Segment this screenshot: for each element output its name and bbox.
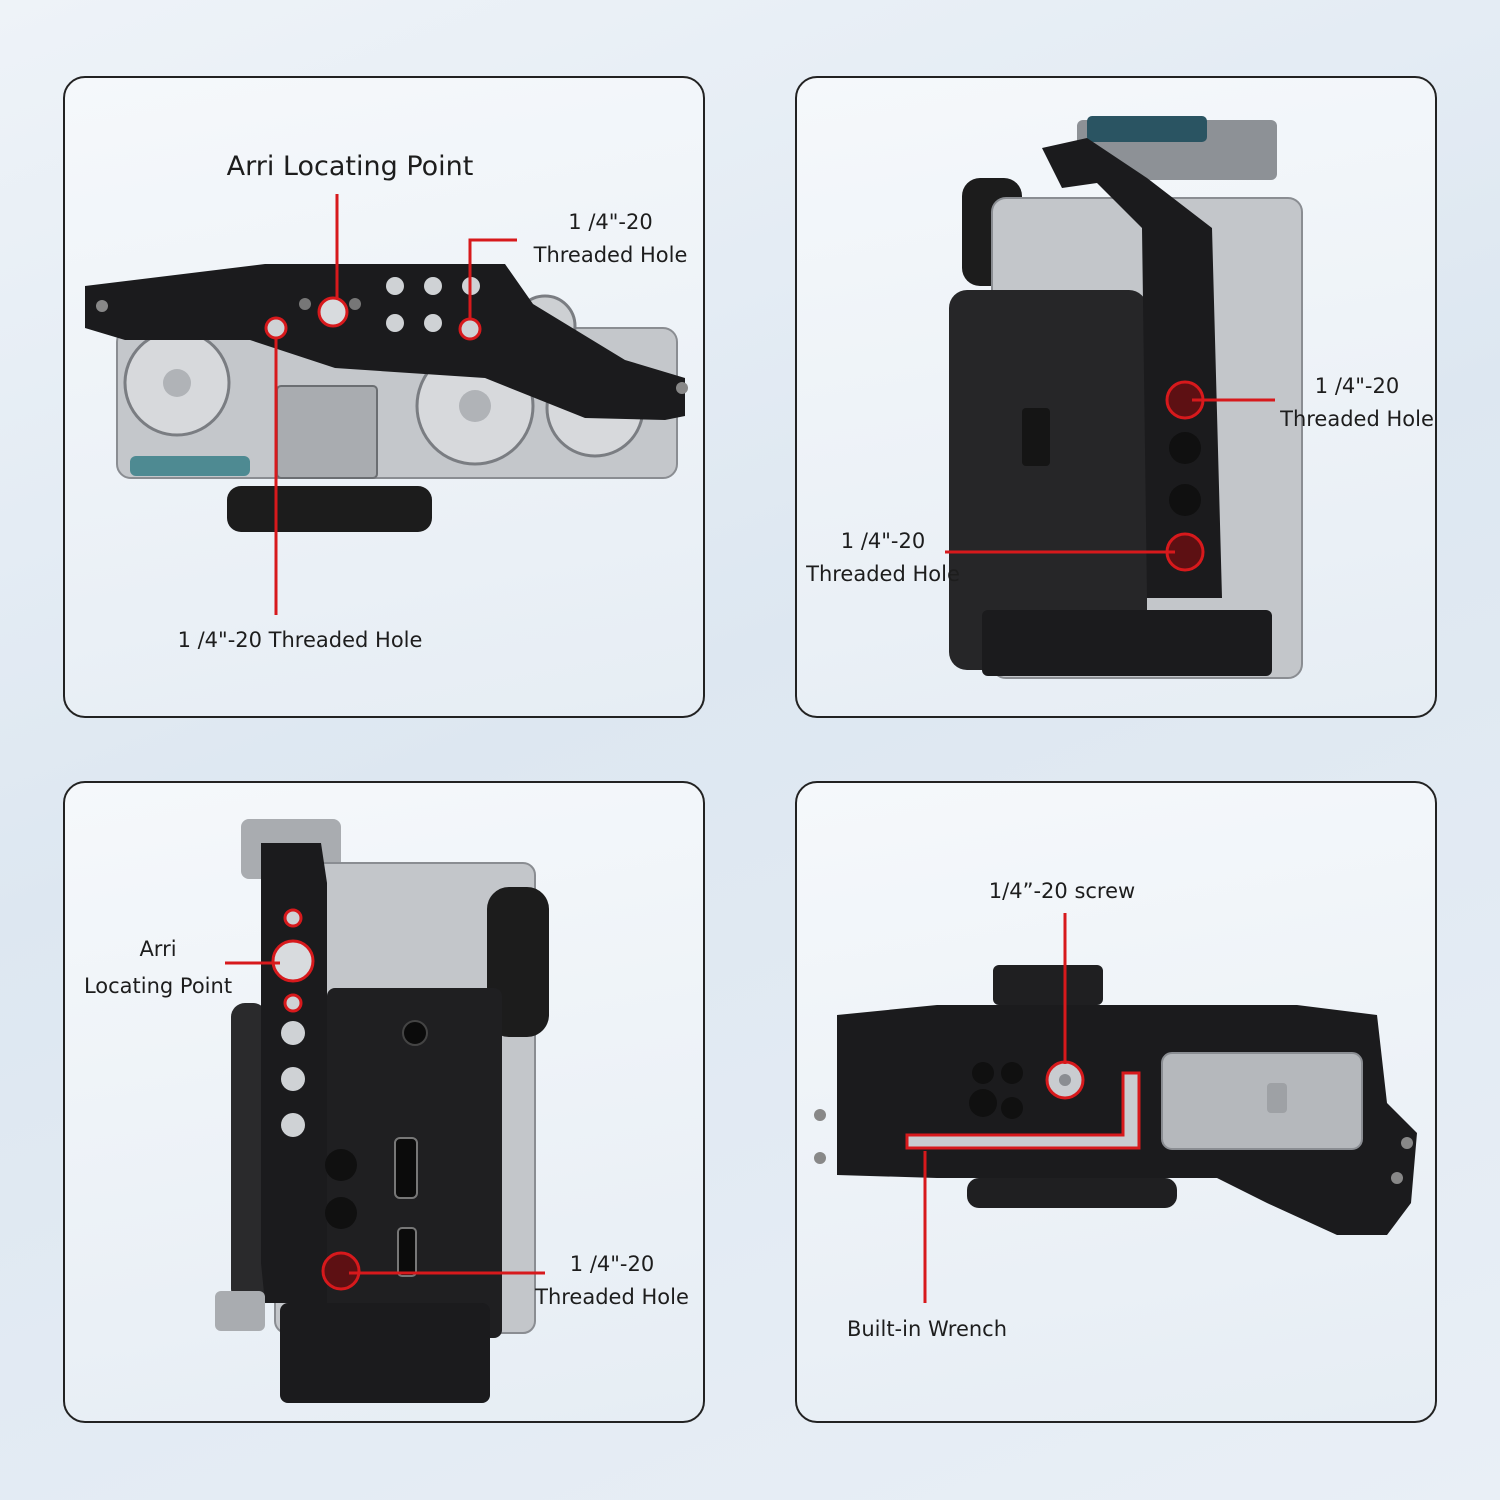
camera-cage-top-view-image (85, 194, 688, 615)
upper-threaded-hole-label-line2: Threaded Hole (1280, 407, 1434, 431)
threaded-hole-label-line1: 1 /4"-20 (568, 210, 653, 234)
lower-threaded-hole-label-line2: Threaded Hole (806, 562, 960, 586)
camera-cage-bottom-view-image (814, 913, 1417, 1303)
threaded-hole-label-line1: 1 /4"-20 (569, 1252, 655, 1276)
lower-threaded-hole-label-line1: 1 /4"-20 (840, 529, 926, 553)
upper-threaded-hole-label-line1: 1 /4"-20 (1314, 374, 1400, 398)
top-view-panel: Arri Locating Point 1 /4"-20 Threaded Ho… (63, 76, 705, 718)
arri-locating-point-label-line1: Arri (139, 937, 177, 961)
built-in-wrench-label: Built-in Wrench (846, 1317, 1008, 1341)
arri-locating-point-label-line2: Locating Point (83, 974, 233, 998)
threaded-hole-label-line2: Threaded Hole (533, 243, 688, 267)
left-view-panel: Arri Locating Point 1 /4"-20 Threaded Ho… (63, 781, 705, 1423)
threaded-hole-label-line2: Threaded Hole (535, 1285, 689, 1309)
bottom-view-panel: 1/4”-20 screw Built-in Wrench (795, 781, 1437, 1423)
screw-label: 1/4”-20 screw (988, 879, 1136, 903)
arri-locating-point-label: Arri Locating Point (226, 151, 474, 182)
side-view-panel: 1 /4"-20 Threaded Hole 1 /4"-20 Threaded… (795, 76, 1437, 718)
camera-cage-left-view-image (215, 819, 549, 1403)
threaded-hole-bottom-label: 1 /4"-20 Threaded Hole (177, 628, 423, 652)
camera-cage-side-view-image (945, 116, 1303, 679)
